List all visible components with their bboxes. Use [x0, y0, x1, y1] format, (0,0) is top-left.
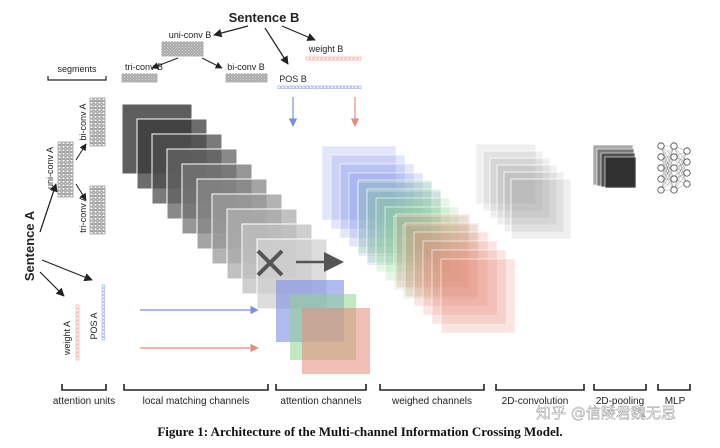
stage-2d-pooling: 2D-pooling	[596, 396, 644, 407]
uni-conv-a-matrix	[57, 141, 74, 198]
sentence-a-label: Sentence A	[22, 210, 37, 281]
watermark: 知乎 @信陵君魏无忌	[536, 404, 676, 422]
pos-b-vector	[277, 85, 362, 89]
bi-conv-a-matrix	[89, 97, 106, 147]
stage-brackets	[61, 384, 691, 391]
stage-mlp: MLP	[665, 396, 686, 407]
tri-conv-b-label: tri-conv B	[125, 62, 163, 72]
pos-b-label: POS B	[279, 74, 307, 84]
uni-conv-a-label: uni-conv A	[45, 147, 55, 189]
pooling2d-channels	[592, 144, 637, 189]
stage-local-matching-channels: local matching channels	[143, 396, 250, 407]
bi-conv-b-matrix	[225, 73, 268, 83]
pos-a-label: POS A	[89, 312, 99, 339]
stage-attention-units: attention units	[53, 396, 115, 407]
weight-a-label: weight A	[62, 321, 72, 356]
conv2d-channels	[475, 143, 572, 240]
stage-attention-channels: attention channels	[280, 396, 361, 407]
multiply-icon	[256, 249, 284, 277]
pos-a-vector	[101, 284, 105, 341]
tri-conv-a-matrix	[89, 185, 106, 235]
tri-conv-b-matrix	[121, 73, 158, 83]
figure-caption: Figure 1: Architecture of the Multi-chan…	[157, 424, 562, 439]
bi-conv-a-label: bi-conv A	[78, 103, 88, 140]
bi-conv-b-label: bi-conv B	[227, 62, 265, 72]
stage-2d-convolution: 2D-convolution	[502, 396, 569, 407]
weight-b-label: weight B	[308, 44, 344, 54]
uni-conv-b-label: uni-conv B	[169, 30, 212, 40]
uni-conv-b-matrix	[161, 41, 204, 57]
local-matching-channels	[121, 103, 328, 310]
weight-b-vector	[305, 56, 362, 61]
sentence-b-label: Sentence B	[229, 10, 300, 25]
weight-a-vector	[75, 304, 80, 361]
weighed-channels	[321, 145, 516, 334]
tri-conv-a-label: tri-conv A	[78, 195, 88, 233]
attention-channels	[276, 280, 370, 374]
mlp-network-icon	[657, 142, 691, 194]
segments-label: segments	[57, 64, 97, 74]
stage-weighed-channels: weighed channels	[391, 396, 472, 407]
